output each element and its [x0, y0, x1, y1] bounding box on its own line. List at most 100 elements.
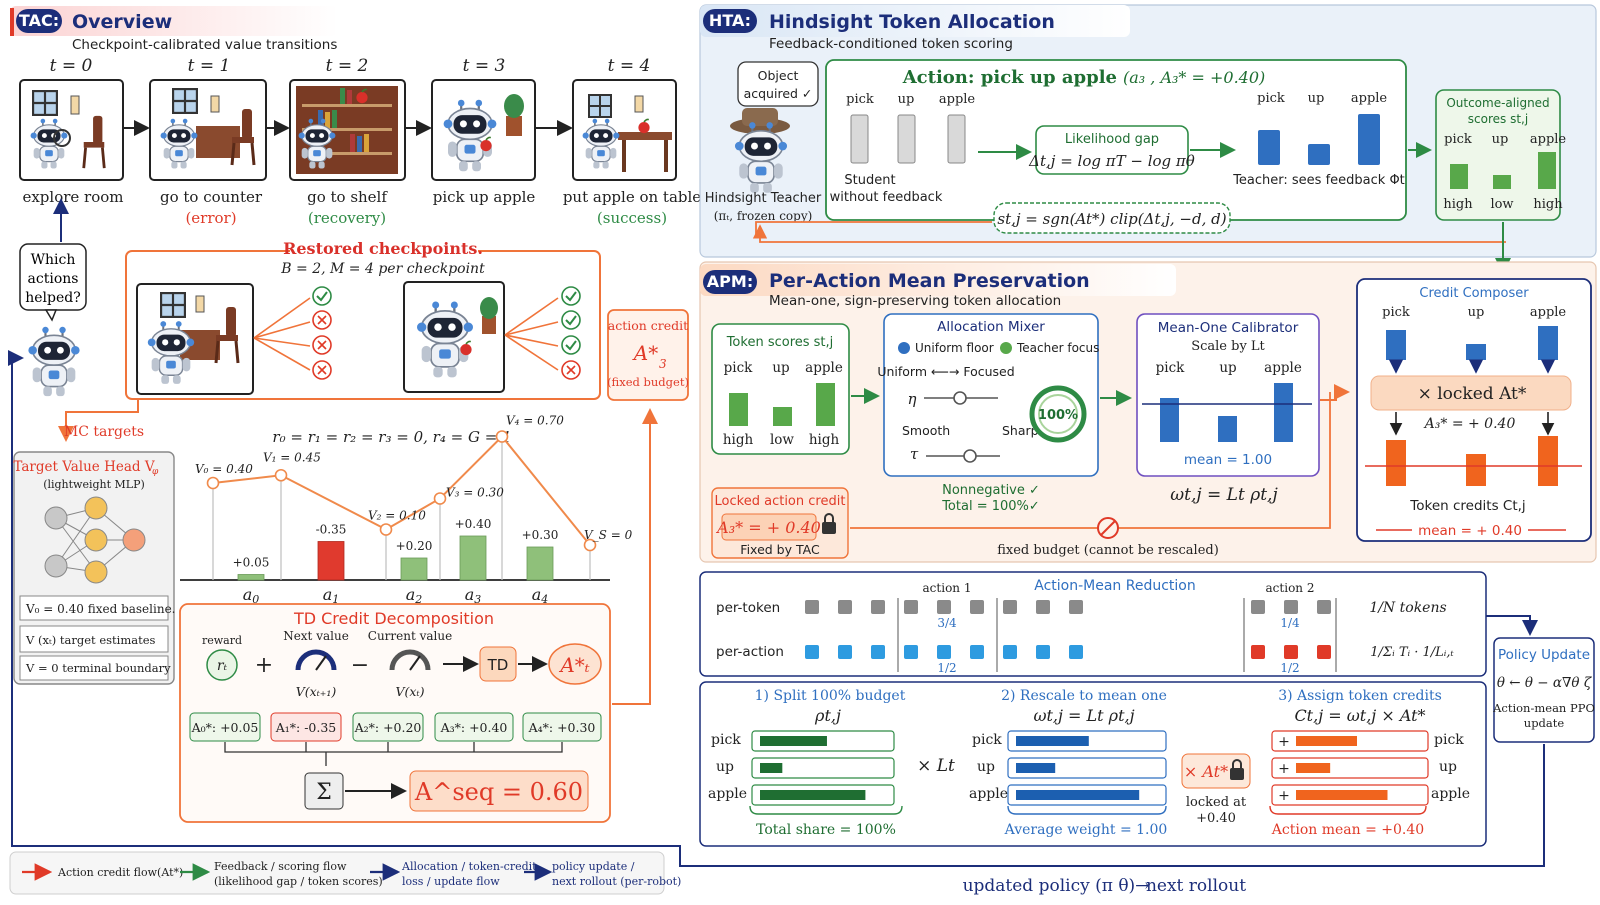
scene-0 — [19, 79, 124, 181]
legend-text-4a: policy update / — [552, 860, 635, 873]
eta-label: η — [908, 390, 917, 408]
outcome-marks-2 — [561, 286, 581, 380]
sum-node — [304, 772, 344, 810]
bar-a4 — [526, 546, 554, 581]
timestep-3: t = 3 — [463, 56, 506, 76]
action-credit-title: action credit — [608, 318, 688, 333]
outcome-level-pick: high — [1443, 197, 1473, 212]
value-label-V0: V₀ = 0.40 — [195, 462, 253, 476]
token-square — [1003, 600, 1017, 614]
vhead-title: Target Value Head V — [13, 459, 154, 475]
apm-panel: APM: Per-Action Mean Preservation Mean-o… — [699, 261, 1597, 563]
td-chip-2-text: A₂*: +0.20 — [354, 720, 422, 735]
bar-label-a0: +0.05 — [233, 556, 270, 570]
policy-title: Policy Update — [1498, 647, 1590, 663]
plus-icon: + — [1278, 788, 1290, 804]
hta-badge — [703, 9, 757, 33]
td-chip-4 — [522, 712, 602, 742]
locked-credit-title: Locked action credit — [715, 494, 846, 509]
plant-icon — [504, 94, 524, 118]
share-track-up — [751, 757, 895, 779]
allocation-mixer: Allocation Mixer Uniform floor Teacher f… — [877, 313, 1099, 477]
value-point-V2 — [379, 523, 393, 536]
x-tick-a2: a2 — [406, 585, 423, 606]
bar-label-a4: +0.30 — [522, 528, 559, 542]
composer-title: Credit Composer — [1419, 286, 1529, 301]
vhead-subtitle: (lightweight MLP) — [43, 478, 145, 491]
td-chip-3-text: A₃*: +0.40 — [440, 720, 508, 735]
step-bars: +++ — [751, 730, 1429, 806]
tac-header-accent — [10, 8, 14, 36]
teacher-token-up: up — [1308, 91, 1325, 106]
composer-value: A₃* = + 0.40 — [1423, 416, 1516, 432]
bar-a3 — [459, 535, 487, 581]
ts-bar-up — [773, 407, 792, 426]
row-per-action: per-action — [716, 644, 784, 660]
token-square — [1069, 600, 1083, 614]
bar-a2 — [400, 557, 428, 581]
outcome-level-up: low — [1490, 197, 1513, 212]
step-1-token-up: up — [716, 759, 734, 775]
fraction-a1-action: 1/2 — [937, 661, 956, 675]
weight-fill-up — [1016, 763, 1056, 773]
td-chips: A₀*: +0.05 A₁*: -0.35 A₂*: +0.20 A₃*: +0… — [189, 712, 602, 742]
token-square — [904, 600, 918, 614]
calib-bar-apple — [1274, 383, 1293, 442]
legend-text-1: Action credit flow(At*) — [57, 866, 183, 879]
step-3-eq: Ct,j = ωt,j × At* — [1294, 706, 1425, 725]
td-reward-label: reward — [202, 634, 242, 647]
fraction-a1-token: 3/4 — [937, 616, 957, 630]
reduction-title: Action-Mean Reduction — [1034, 578, 1195, 594]
token-square — [937, 600, 951, 614]
mc-targets-label: MC targets — [64, 424, 144, 440]
svg-text:−: − — [351, 653, 369, 678]
x-tick-a0: a0 — [243, 585, 260, 606]
ts-token-pick: pick — [724, 360, 754, 376]
teacher-focus-dot — [1000, 342, 1012, 354]
calib-title: Mean-One Calibrator — [1158, 320, 1299, 336]
timestep-0: t = 0 — [50, 56, 93, 76]
action-credit-subscript: 3 — [659, 357, 667, 371]
question-line-3: helped? — [25, 290, 81, 306]
calib-token-pick: pick — [1156, 360, 1186, 376]
mlp-diagram — [44, 496, 146, 584]
action-box: Action: pick up apple (a₃ , A₃* = +0.40)… — [825, 59, 1407, 234]
likelihood-eq: Δt,j = log πT − log πθ — [1028, 152, 1195, 170]
locked-credit-route — [850, 392, 1331, 529]
mc-targets-arrow — [58, 400, 139, 442]
td-node-label: TD — [487, 656, 509, 674]
action-square — [904, 645, 918, 659]
next-rollout-label: next rollout — [1146, 876, 1246, 896]
scene-2 — [289, 79, 406, 181]
apm-subtitle: Mean-one, sign-preserving token allocati… — [769, 293, 1061, 309]
updated-policy-label: updated policy (π θ)→ — [963, 876, 1150, 896]
outcome-token-up: up — [1492, 132, 1509, 147]
allocation-steps: 1) Split 100% budget 2) Rescale to mean … — [699, 681, 1487, 847]
action-2-label: action 2 — [1266, 581, 1315, 595]
composer-credit-up — [1466, 454, 1486, 486]
td-chip-1 — [270, 712, 342, 742]
td-to-credit-arrow — [612, 408, 658, 705]
scene-labels: explore room go to counter go to shelf p… — [22, 188, 701, 227]
apm-badge-text: APM: — [707, 272, 753, 291]
token-scores-box: Token scores st,j pick up apple high low… — [711, 323, 850, 455]
value-label-V1: V₁ = 0.45 — [263, 450, 321, 464]
action-square — [970, 645, 984, 659]
step-3-token-apple: apple — [1431, 786, 1470, 802]
seq-advantage-label: A^seq = 0.60 — [414, 778, 583, 806]
teacher-note: (πₜ, frozen copy) — [714, 209, 813, 223]
td-chip-4-text: A₄*: +0.30 — [528, 720, 596, 735]
scene-label-4: put apple on table — [563, 188, 701, 206]
reduction-squares — [805, 600, 1331, 659]
hat-icon — [742, 108, 778, 126]
fixed-budget-note: fixed budget (cannot be rescaled) — [997, 543, 1219, 558]
action-detail: (a₃ , A₃* = +0.40) — [1123, 68, 1265, 87]
timestep-4: t = 4 — [608, 56, 651, 76]
value-chart: r₀ = r₁ = r₂ = r₃ = 0, r₄ = G = 1 +0.05a… — [180, 414, 633, 606]
action-square — [1317, 645, 1331, 659]
next-rollout-loop-arrow — [8, 350, 1545, 867]
ts-bar-pick — [729, 393, 748, 426]
student-bar-pick — [850, 114, 869, 164]
locked-at-2: +0.40 — [1196, 811, 1236, 826]
composer-weight-up — [1466, 344, 1486, 360]
